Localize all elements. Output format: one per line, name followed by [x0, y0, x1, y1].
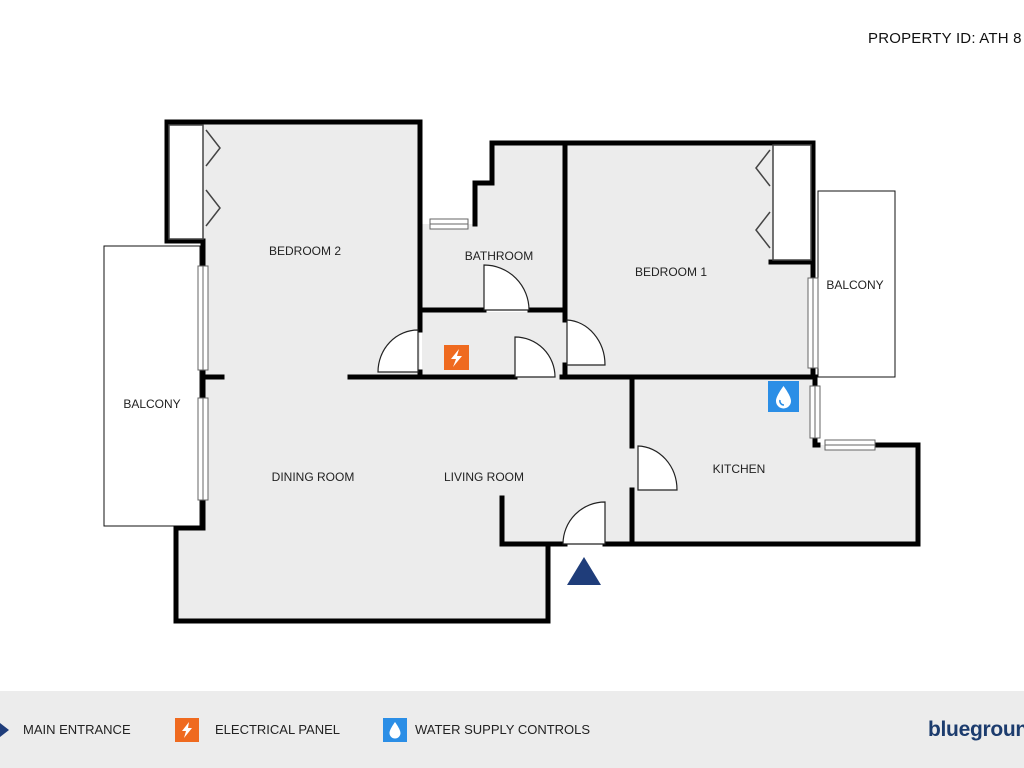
- doors: [377, 264, 678, 545]
- entrance-arrow-icon: [567, 557, 601, 585]
- legend-main-entrance: MAIN ENTRANCE: [0, 691, 131, 768]
- bedroom2-top-walls: [164, 119, 423, 313]
- balcony-right-floor: [817, 190, 896, 378]
- water-supply-marker: [768, 381, 799, 412]
- wardrobe-bedroom1: [772, 144, 812, 261]
- kitchen-floor: [632, 377, 918, 544]
- lightning-icon: [175, 717, 199, 742]
- legend-bar: MAIN ENTRANCE ELECTRICAL PANEL WATER SUP…: [0, 691, 1024, 768]
- balcony-left-floor: [103, 245, 201, 527]
- dining-living-floor: [176, 377, 632, 621]
- wardrobes: [168, 124, 812, 261]
- door-hall-living[interactable]: [514, 336, 556, 378]
- door-bathroom[interactable]: [483, 264, 530, 311]
- legend-electrical-panel: ELECTRICAL PANEL: [175, 691, 340, 768]
- electrical-panel-marker: [444, 345, 469, 370]
- door-bedroom1[interactable]: [566, 319, 606, 366]
- living-entry-wall: [499, 495, 551, 547]
- legend-main-entrance-label: MAIN ENTRANCE: [23, 722, 131, 737]
- door-bedroom2[interactable]: [377, 329, 419, 373]
- windows: [197, 218, 876, 501]
- legend-electrical-panel-label: ELECTRICAL PANEL: [215, 722, 340, 737]
- brand-logo: bluegroun: [928, 718, 1024, 741]
- label-living-room: LIVING ROOM: [444, 470, 524, 484]
- bedroom2-floor: [167, 123, 420, 377]
- label-bedroom1: BEDROOM 1: [635, 265, 707, 279]
- label-kitchen: KITCHEN: [713, 462, 766, 476]
- door-main-entrance[interactable]: [562, 501, 606, 545]
- bathroom-floor: [422, 143, 563, 310]
- floor-plan: BEDROOM 2 BATHROOM BEDROOM 1 BALCONY BAL…: [103, 119, 921, 624]
- dining-outer-walls: [173, 525, 568, 624]
- door-kitchen[interactable]: [637, 445, 678, 491]
- property-id: PROPERTY ID: ATH 8: [868, 30, 1022, 47]
- kitchen-outer-walls: [629, 442, 921, 547]
- bedroom1-floor: [566, 143, 813, 377]
- water-drop-icon: [383, 717, 407, 742]
- label-dining-room: DINING ROOM: [272, 470, 355, 484]
- wardrobe-bedroom2: [168, 124, 204, 240]
- label-bedroom2: BEDROOM 2: [269, 244, 341, 258]
- legend-water-supply: WATER SUPPLY CONTROLS: [383, 691, 590, 768]
- label-balcony-right: BALCONY: [826, 278, 883, 292]
- lightning-icon: [451, 349, 462, 367]
- floor-areas: [103, 123, 918, 621]
- label-balcony-left: BALCONY: [123, 397, 180, 411]
- walls: [164, 119, 921, 624]
- label-bathroom: BATHROOM: [465, 249, 533, 263]
- entrance-arrow-icon: [0, 722, 9, 737]
- legend-water-supply-label: WATER SUPPLY CONTROLS: [415, 722, 591, 737]
